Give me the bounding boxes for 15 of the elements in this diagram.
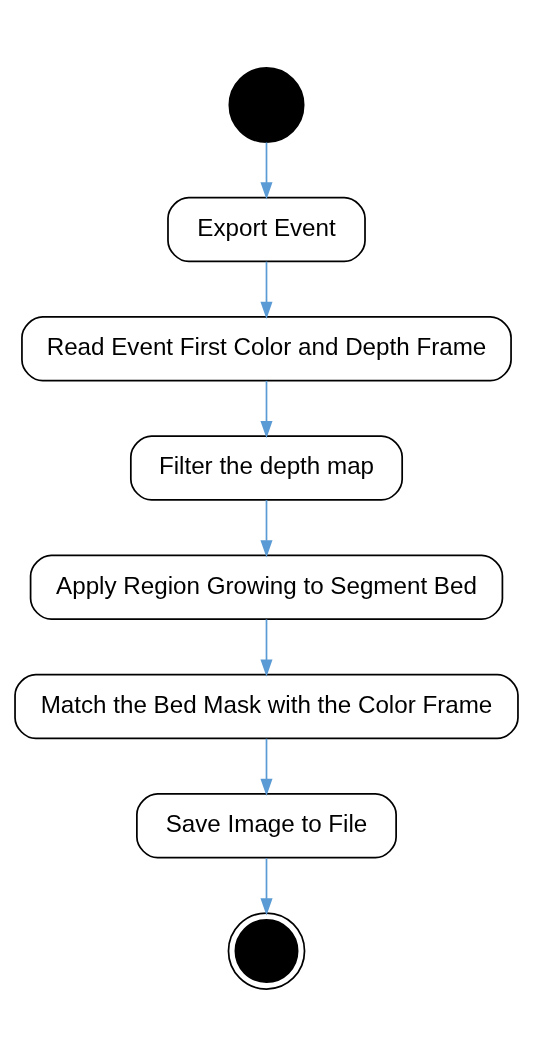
arrow (260, 380, 273, 439)
arrow (260, 857, 273, 916)
arrow (260, 499, 273, 558)
node-circle (228, 67, 305, 144)
node-circle (227, 912, 306, 990)
node-box: Match the Bed Mask with the Color Frame (14, 673, 519, 740)
arrow (260, 737, 273, 797)
node-box: Save Image to File (136, 792, 397, 859)
arrow (260, 141, 273, 200)
node-box: Filter the depth map (129, 435, 404, 501)
node-box: Export Event (167, 196, 366, 263)
arrow (260, 260, 273, 320)
arrow (260, 618, 273, 677)
node-box: Apply Region Growing to Segment Bed (29, 554, 504, 621)
node-box: Read Event First Color and Depth Frame (21, 315, 512, 382)
